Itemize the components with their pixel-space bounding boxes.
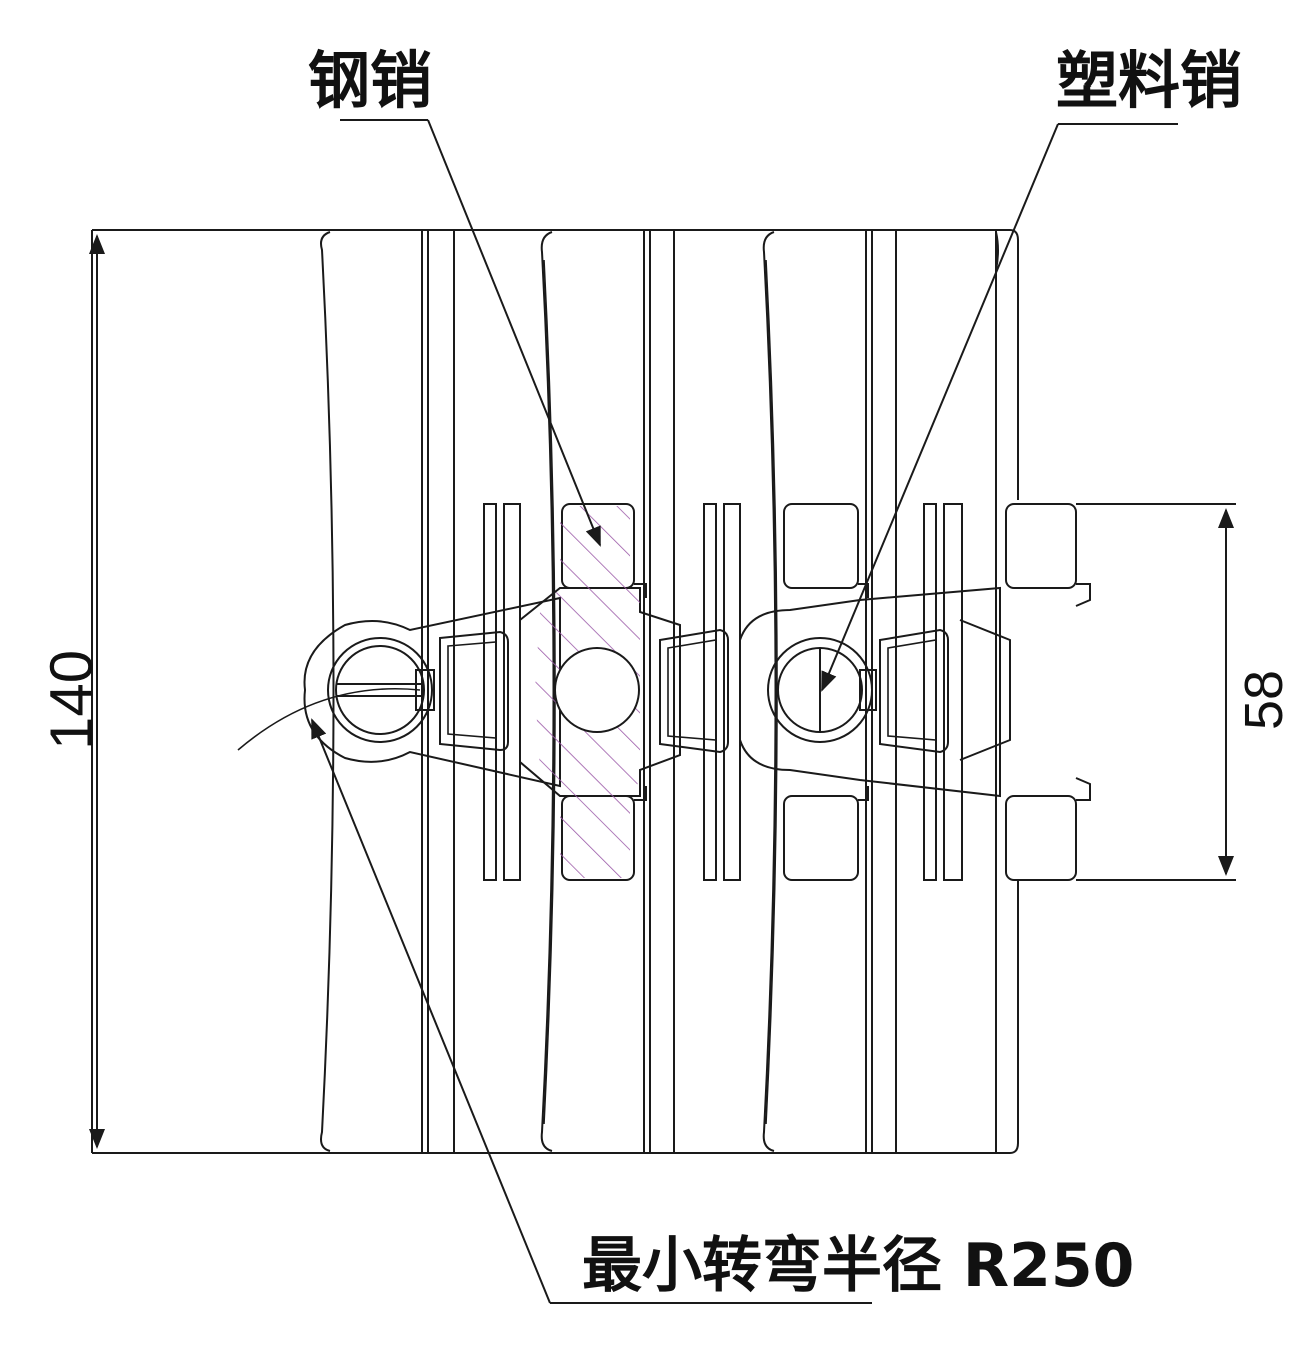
dimension-height: 140 (38, 230, 105, 1153)
min-radius-label: 最小转弯半径 R250 (582, 1231, 1134, 1301)
leader-lines (311, 119, 1178, 1304)
plastic-pin-label: 塑料销 (1056, 44, 1242, 117)
dimension-pin-span-label: 58 (1234, 670, 1294, 730)
turning-radius-arc (237, 687, 421, 751)
pin-knuckles (483, 503, 1091, 881)
steel-pin-label: 钢销 (308, 44, 432, 117)
dimension-height-label: 140 (38, 650, 105, 750)
dimension-pin-span: 58 (1076, 503, 1294, 881)
chain-links (303, 506, 1011, 878)
